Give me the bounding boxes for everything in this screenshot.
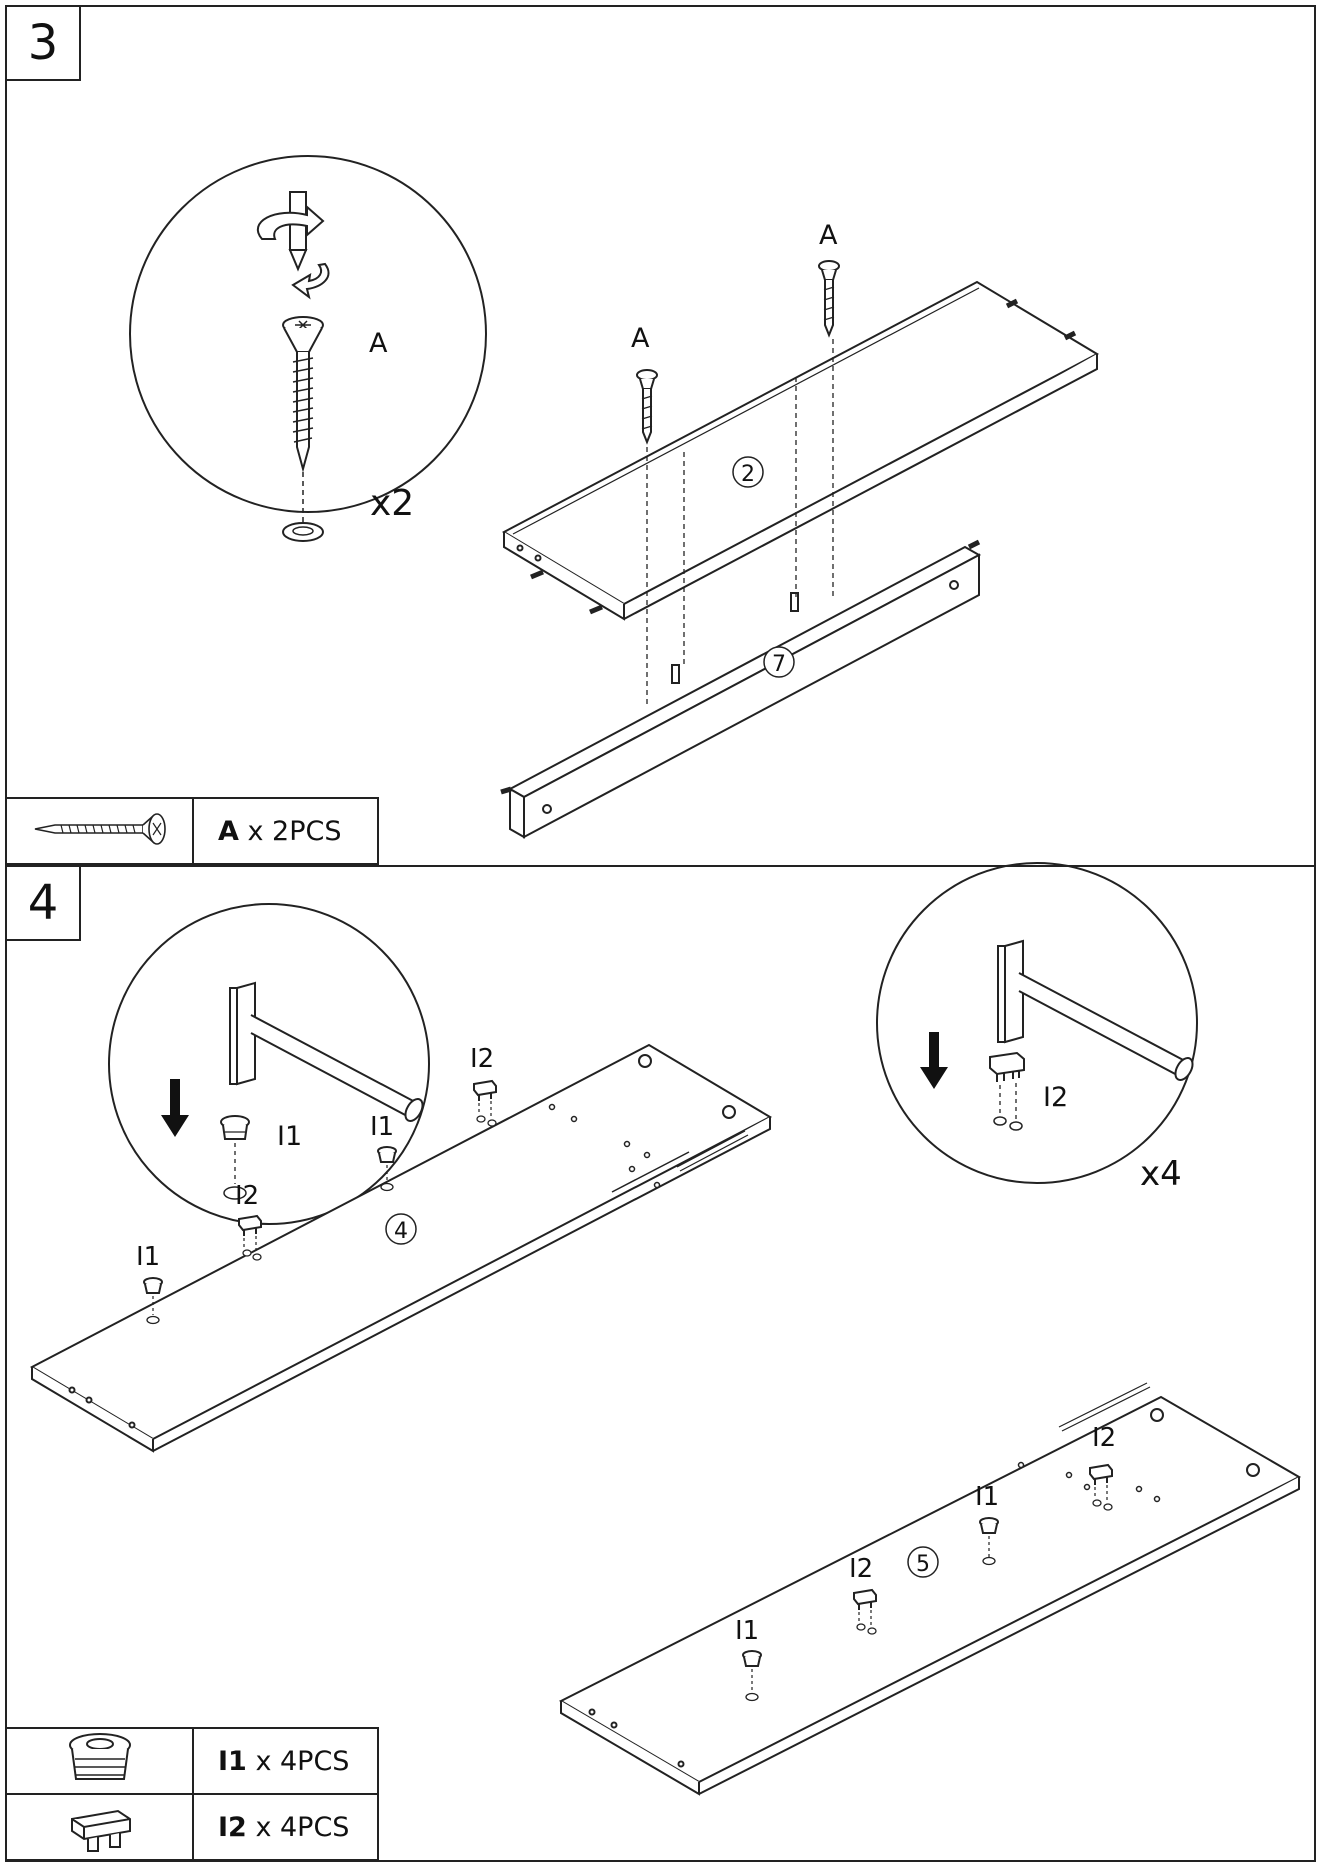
parts-row: I2 x 4PCS <box>5 1793 379 1861</box>
board-label: I2 <box>849 1554 873 1584</box>
left-board-guides <box>152 1101 492 1315</box>
part-icon-cell <box>5 1793 194 1861</box>
part-icon-cell <box>5 797 194 865</box>
leveling-foot-icon <box>979 1517 999 1534</box>
part-label-cell: I2 x 4PCS <box>192 1793 379 1861</box>
quantity-multiplier-right: x4 <box>1140 1154 1182 1194</box>
screw-icon <box>282 316 324 473</box>
cam-fittings <box>671 592 799 684</box>
dowel-pins <box>530 298 1077 615</box>
clip-connector-icon <box>473 1079 497 1101</box>
rail-panel-7 <box>500 539 982 839</box>
clip-connector-icon <box>1089 1463 1113 1485</box>
screw-icon <box>34 813 166 845</box>
step-4-panel: 4 I1 x4 <box>5 862 1316 1862</box>
quantity-multiplier: x2 <box>370 483 414 524</box>
screw-detail-circle: A x2 <box>129 155 487 542</box>
clip-connector-detail-circle: I2 x4 <box>876 862 1198 1194</box>
clip-connector-icon <box>989 1051 1025 1082</box>
clip-connector-icon <box>853 1588 877 1610</box>
screwdriver-icon <box>256 191 330 300</box>
screw-label: A <box>369 328 388 359</box>
leveling-foot-icon <box>377 1146 397 1163</box>
part-code: I1 <box>218 1745 247 1777</box>
parts-row: I1 x 4PCS <box>5 1727 379 1795</box>
leveling-foot-detail-circle: I1 x4 <box>108 903 430 1232</box>
side-panel-leg-icon <box>229 981 424 1122</box>
parts-list: I1 x 4PCS I2 x 4PCS <box>5 1727 379 1861</box>
alignment-guides <box>646 339 834 707</box>
parts-row: A x 2PCS <box>5 797 379 865</box>
clip-connector-icon <box>70 1809 131 1852</box>
step-3-illustration: A x2 <box>129 155 1100 839</box>
arrow-down-icon <box>920 1032 948 1089</box>
board-label: I2 <box>235 1181 259 1211</box>
detail-label-i1: I1 <box>277 1121 302 1152</box>
left-board-holes <box>548 1103 749 1189</box>
screw-label-left: A <box>631 323 650 354</box>
board-label: I1 <box>975 1482 999 1512</box>
part-callout-4: 4 <box>385 1213 417 1245</box>
step-3-panel: 3 A x2 <box>5 5 1316 867</box>
leveling-foot-icon <box>220 1115 250 1140</box>
board-label: I1 <box>370 1112 394 1142</box>
step-number: 4 <box>5 865 81 941</box>
shelf-panel-2 <box>501 280 1100 621</box>
part-callout-7: 7 <box>763 646 795 678</box>
part-label-cell: A x 2PCS <box>192 797 379 865</box>
board-label: I2 <box>470 1044 494 1074</box>
part-quantity: x 4PCS <box>255 1745 350 1777</box>
leveling-foot-icon <box>143 1277 163 1294</box>
right-board-holes <box>1017 1382 1161 1503</box>
board-label: I2 <box>1092 1423 1116 1453</box>
detail-label-i2: I2 <box>1043 1082 1068 1113</box>
part-quantity: x 2PCS <box>247 815 342 847</box>
svg-text:4: 4 <box>394 1219 408 1244</box>
side-panel-leg-icon <box>997 939 1194 1081</box>
right-board-guides <box>751 1485 1108 1692</box>
right-board-target-holes <box>745 1499 1113 1702</box>
board-label: I1 <box>136 1242 160 1272</box>
part-code: A <box>218 815 239 847</box>
svg-text:7: 7 <box>772 652 786 677</box>
right-board-hardware <box>742 1463 1113 1667</box>
step-4-illustration: I1 x4 I2 x4 <box>29 862 1302 1796</box>
left-board-target-holes <box>146 1115 497 1325</box>
assembly-screw-left <box>636 369 658 445</box>
screw-label-right: A <box>819 220 838 251</box>
svg-text:2: 2 <box>741 462 755 487</box>
step-number: 3 <box>5 5 81 81</box>
arrow-down-icon <box>161 1079 189 1137</box>
part-label-cell: I1 x 4PCS <box>192 1727 379 1795</box>
clip-connector-icon <box>238 1214 262 1236</box>
parts-list: A x 2PCS <box>5 797 379 865</box>
leveling-foot-icon <box>68 1733 131 1780</box>
bottom-panel-5 <box>558 1395 1302 1796</box>
svg-text:5: 5 <box>916 1552 930 1577</box>
part-quantity: x 4PCS <box>255 1811 350 1843</box>
part-code: I2 <box>218 1811 247 1843</box>
board-label: I1 <box>735 1616 759 1646</box>
part-icon-cell <box>5 1727 194 1795</box>
assembly-screw-right <box>818 260 840 338</box>
part-callout-2: 2 <box>732 456 764 488</box>
part-callout-5: 5 <box>907 1546 939 1578</box>
leveling-foot-icon <box>742 1650 762 1667</box>
left-board-hardware <box>143 1079 497 1294</box>
